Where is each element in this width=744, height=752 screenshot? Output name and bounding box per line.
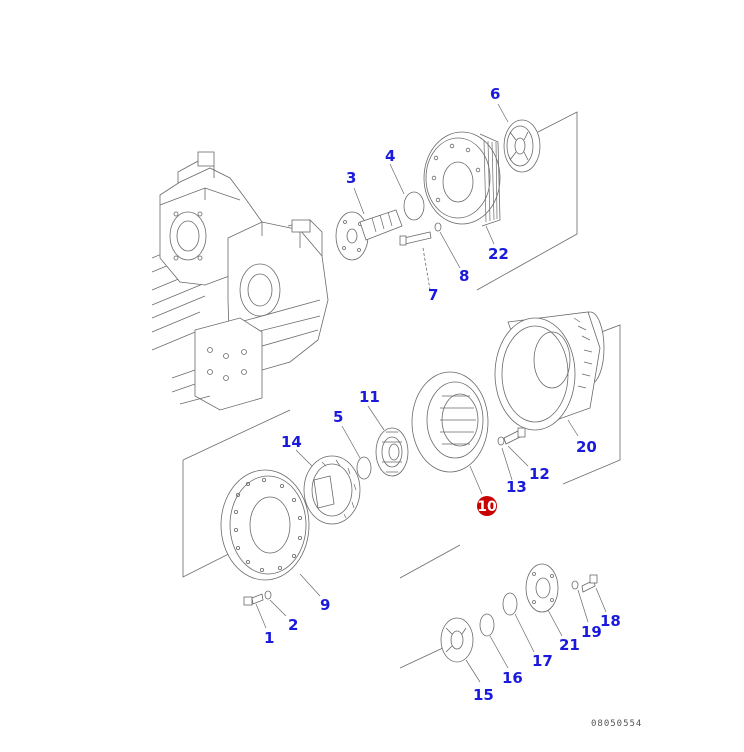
callout-10: 10 [477, 499, 497, 515]
callout-14: 14 [281, 433, 302, 451]
part-13-washer [497, 436, 505, 446]
callout-9: 9 [320, 596, 330, 614]
part-16-ring [479, 613, 495, 637]
part-6-cover [503, 119, 541, 173]
part-17-snap-ring [502, 592, 518, 616]
part-15-plate [440, 617, 474, 663]
transmission-housing [151, 151, 329, 411]
callout-8: 8 [459, 267, 469, 285]
part-9-ring-plate [220, 469, 310, 581]
part-3-flange-shaft [335, 209, 403, 261]
part-2-washer [264, 590, 272, 600]
part-20-drum [494, 311, 605, 431]
callout-22: 22 [488, 245, 509, 263]
callout-19: 19 [581, 623, 602, 641]
callout-15: 15 [473, 686, 494, 704]
callout-18: 18 [600, 612, 621, 630]
leader-lines [255, 103, 607, 683]
callout-20: 20 [576, 438, 597, 456]
callout-1: 1 [264, 629, 274, 647]
part-21-plate [525, 563, 559, 613]
group-frame-upper [476, 111, 578, 291]
part-18-bolt [581, 574, 598, 593]
part-12-bolt [503, 427, 526, 445]
callout-21: 21 [559, 636, 580, 654]
part-14-gear-hub [303, 455, 361, 525]
callout-16: 16 [502, 669, 523, 687]
callout-7: 7 [428, 286, 438, 304]
part-5-snap-ring [356, 456, 372, 480]
part-11-hub [375, 427, 409, 477]
callout-11: 11 [359, 388, 380, 406]
callout-6: 6 [490, 85, 500, 103]
callout-5: 5 [333, 408, 343, 426]
callout-3: 3 [346, 169, 356, 187]
part-10-housing [411, 371, 489, 473]
callout-10-highlight: 10 [477, 496, 497, 516]
part-4-snap-ring [403, 191, 425, 221]
callout-12: 12 [529, 465, 550, 483]
part-22-gear [423, 131, 501, 227]
callouts: 1 2 3 4 5 6 7 8 9 10 11 12 13 14 15 16 1… [264, 85, 621, 704]
callout-17: 17 [532, 652, 553, 670]
part-8-washer [434, 222, 442, 232]
part-7-bolt [399, 231, 432, 291]
part-19-washer [571, 580, 579, 590]
callout-13: 13 [506, 478, 527, 496]
callout-2: 2 [288, 616, 298, 634]
callout-4: 4 [385, 147, 395, 165]
drawing-number: 08050554 [591, 719, 642, 729]
part-1-bolt [243, 593, 264, 606]
